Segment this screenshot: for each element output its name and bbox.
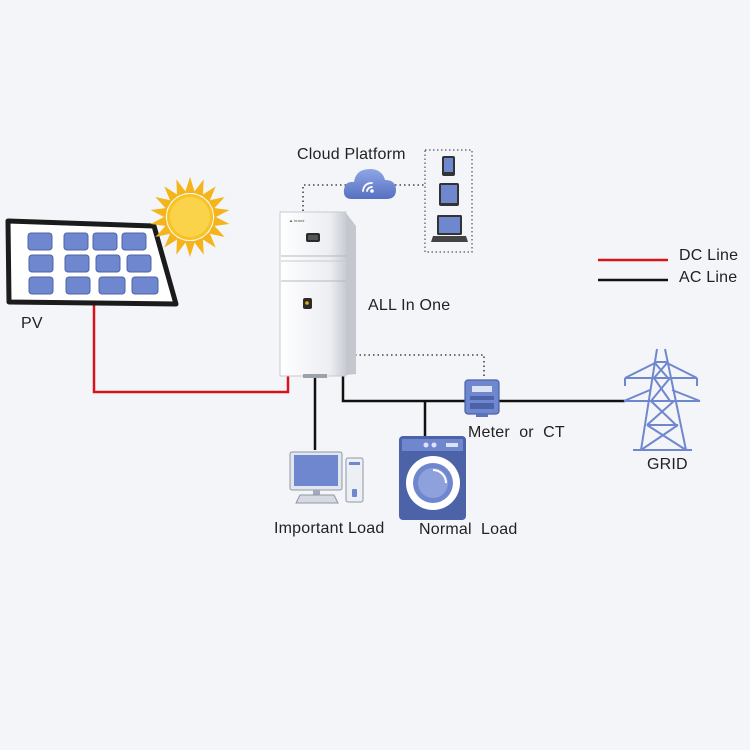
solar-panel-icon	[5, 218, 179, 307]
comm-lines	[302, 184, 485, 378]
meter-icon	[464, 379, 500, 417]
grid-label: GRID	[647, 456, 688, 473]
computer-icon	[289, 451, 364, 504]
laptop-icon	[431, 215, 468, 242]
important-load-label: Important Load	[274, 520, 385, 537]
legend-ac-label: AC Line	[679, 269, 738, 286]
ac-lines	[313, 376, 625, 450]
cloud-platform-label: Cloud Platform	[297, 146, 406, 163]
washing-machine-icon	[399, 436, 466, 520]
cloud-icon	[343, 169, 396, 199]
dc-line	[92, 302, 290, 394]
all-in-one-label: ALL In One	[368, 297, 451, 314]
sun-icon	[150, 177, 230, 257]
tablet-icon	[439, 183, 459, 206]
phone-icon	[442, 156, 455, 176]
normal-load-label: Normal Load	[419, 521, 518, 538]
devices-group	[424, 149, 473, 253]
pv-label: PV	[21, 315, 43, 332]
all-in-one-unit-icon: ▲ brand	[279, 211, 356, 378]
svg-text:▲ brand: ▲ brand	[289, 218, 304, 223]
transmission-tower-icon	[623, 348, 701, 451]
meter-label: Meter or CT	[468, 424, 565, 441]
legend-dc-label: DC Line	[679, 247, 739, 264]
